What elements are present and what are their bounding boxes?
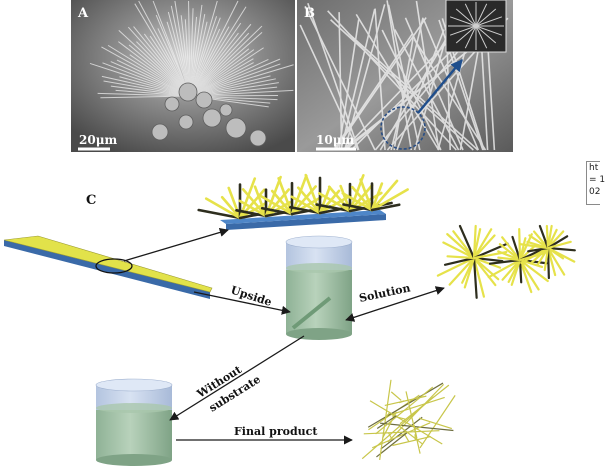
panel-a-letter: A — [77, 6, 89, 21]
nanowire-urchins-illustration — [436, 224, 576, 299]
sem-image-b: B 10μm — [297, 0, 513, 152]
scale-label-b: 10μm — [316, 133, 354, 147]
coated-substrate-illustration — [197, 173, 409, 230]
immersed-substrate — [291, 296, 332, 330]
panel-c-letter: C — [86, 193, 96, 208]
scale-label-a: 20μm — [79, 133, 117, 147]
inset-pointer-arrow — [417, 59, 463, 114]
arrow-solution — [345, 286, 445, 322]
particle-cluster-a — [151, 82, 267, 147]
beaker-with-substrate — [285, 235, 353, 340]
clipped-note-line-2: = 1 — [589, 175, 605, 185]
substrate-strip — [3, 235, 213, 299]
label-upside: Upside — [229, 283, 273, 308]
magnify-circle — [95, 258, 133, 274]
inset-nanowires — [448, 2, 504, 50]
process-arrows — [123, 227, 445, 445]
arrow-without-substrate — [169, 335, 305, 421]
final-nanowires-illustration — [361, 379, 456, 460]
substrate-nanowires — [197, 173, 409, 220]
beaker-without-substrate — [95, 378, 173, 466]
arrow-upside — [193, 291, 291, 315]
arrow-to-magnified-view — [123, 227, 229, 262]
clipped-note-line-3: 02 — [589, 187, 601, 197]
label-final-product: Final product — [234, 425, 318, 438]
clipped-note-line-1: ht — [589, 163, 599, 173]
sem-image-a: A 20μm — [71, 0, 295, 152]
nanowire-bundle-a — [89, 0, 294, 108]
highlight-circle-b — [380, 106, 426, 150]
panel-b-letter: B — [304, 6, 315, 21]
clipped-side-note: ht = 1 02 — [586, 161, 605, 205]
